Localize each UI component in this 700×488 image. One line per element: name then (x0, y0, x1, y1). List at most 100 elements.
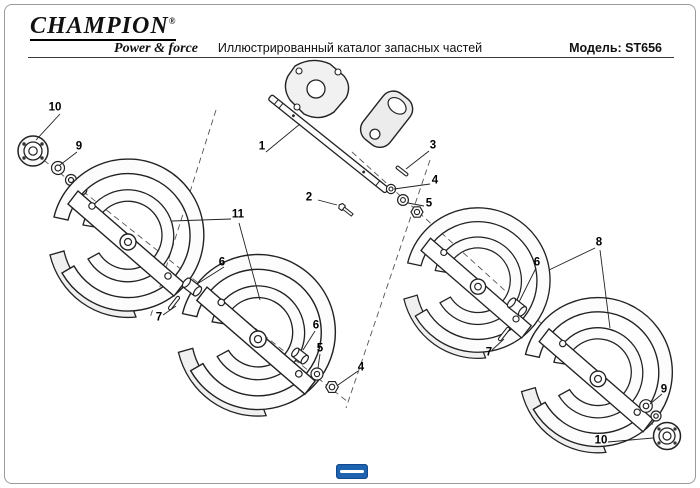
spacer-bushing-left (181, 277, 203, 297)
leader-6-left (196, 266, 225, 285)
bushing-end (192, 286, 203, 297)
washer-bore (67, 176, 75, 184)
leader-10-right (607, 437, 654, 443)
leader-3 (405, 150, 430, 170)
washer-bore (653, 413, 659, 419)
bearing-hub-left (17, 135, 49, 167)
hub-bolt (40, 156, 44, 160)
callout-4: 4 (431, 174, 439, 187)
shear-pin-right (497, 326, 511, 342)
callout-11: 11 (231, 208, 245, 221)
auger-left-top (49, 158, 205, 319)
bearing-hub-right (652, 421, 682, 451)
leader-9-right (649, 393, 663, 405)
leader-5-top (407, 202, 425, 207)
callout-2: 2 (305, 191, 313, 204)
bushing-edge (514, 297, 527, 308)
hub-bolt (657, 427, 661, 431)
washer-bore (54, 164, 62, 172)
callout-5: 5 (425, 197, 433, 210)
leader-6-mid (302, 330, 316, 351)
leader-1 (265, 123, 301, 153)
leader-6-right (518, 267, 537, 303)
hub-bolt (40, 142, 44, 146)
leader-5-mid (317, 353, 321, 369)
callout-4: 4 (357, 361, 365, 374)
gearbox-output-bore (369, 128, 381, 140)
hex-nut-mid (325, 380, 339, 394)
gearbox-bore (306, 79, 326, 99)
registered-mark: ® (168, 16, 177, 26)
leader-7-left (162, 305, 177, 316)
brand-logo-text: CHAMPION® (30, 9, 177, 41)
callout-6: 6 (312, 319, 320, 332)
hub-bolt (657, 441, 661, 445)
bushing-end (300, 354, 309, 365)
bolt-shank (342, 206, 354, 217)
leader-4-top (393, 183, 431, 190)
shaft-pin-hole (362, 170, 366, 174)
callout-10: 10 (48, 101, 62, 114)
leader-2 (317, 199, 338, 206)
pin-body (497, 326, 511, 342)
footer-badge-stripe (340, 470, 364, 473)
model-label: Модель: ST656 (569, 41, 662, 55)
hub-bolt (673, 427, 677, 431)
hex-nut-top (410, 206, 424, 218)
spring-pin (395, 165, 409, 177)
callout-10: 10 (594, 434, 608, 447)
lock-washer-bore (313, 370, 321, 378)
gearbox-body (359, 90, 414, 148)
nut-bore (413, 208, 421, 216)
callout-9: 9 (75, 140, 83, 153)
spacer-bushing-mid (291, 347, 309, 365)
bushing-edge (182, 286, 195, 297)
group-line-right (345, 159, 431, 409)
leader-11-b (238, 222, 261, 301)
callout-6: 6 (533, 256, 541, 269)
gearbox-bolt-hole (334, 68, 342, 76)
page-title: Иллюстрированный каталог запасных частей (217, 41, 483, 55)
shaft-detail (278, 102, 284, 109)
bushing-edge (297, 347, 309, 357)
callout-6: 6 (218, 256, 226, 269)
bushing-end (506, 297, 517, 308)
callout-1: 1 (258, 140, 266, 153)
bushing-end (517, 306, 528, 317)
shear-pin-left (167, 295, 181, 311)
gearbox-bolt-hole (295, 67, 303, 75)
pin-body (395, 165, 409, 177)
brand-tagline: Power & force (114, 41, 198, 56)
gearbox-flange (387, 96, 407, 115)
gearbox-bolt-hole (293, 103, 301, 111)
pin-body (167, 295, 181, 311)
leader-lines (35, 113, 663, 443)
leader-8-b (599, 249, 611, 329)
callout-3: 3 (429, 139, 437, 152)
leader-11-a (171, 218, 232, 222)
hub-bore (28, 146, 38, 156)
shaft-pin-hole (292, 114, 295, 118)
callout-7: 7 (155, 311, 163, 324)
shaft-detail (375, 180, 381, 187)
carriage-bolt (338, 202, 354, 217)
washer-bore (642, 402, 650, 410)
callout-9: 9 (660, 383, 668, 396)
hub-bolt (22, 156, 26, 160)
footer-champion-badge-icon (336, 464, 368, 479)
bushing-edge (507, 306, 520, 317)
bushing-edge (291, 355, 303, 365)
flat-washer-bore (388, 186, 394, 192)
leader-4-mid (337, 370, 359, 386)
lock-washer-bore (400, 197, 406, 203)
brand-logo: CHAMPION® Power & force (30, 9, 198, 57)
spacer-bushing-right (506, 297, 528, 317)
bushing-edge (189, 277, 202, 288)
gearbox-housing-right (359, 90, 414, 148)
callout-7: 7 (485, 346, 493, 359)
hub-bore (662, 431, 672, 441)
shaft-detail (273, 99, 279, 105)
washers-right-bottom (639, 399, 662, 422)
